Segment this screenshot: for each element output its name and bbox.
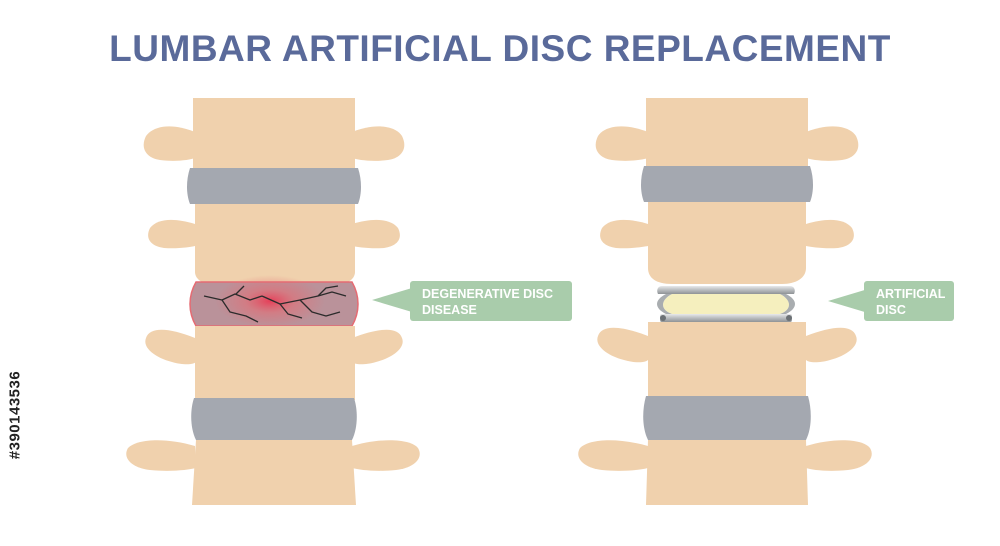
- artificial-label-line1: ARTIFICIAL: [876, 287, 946, 301]
- stock-id-text: #390143536: [6, 370, 24, 460]
- right-vertebra-4: [578, 440, 872, 505]
- left-spine: [126, 98, 420, 505]
- right-vertebra-2: [600, 202, 854, 284]
- left-healthy-disc-2: [191, 398, 357, 440]
- degenerative-callout-pointer: [372, 288, 412, 312]
- diagram-title: LUMBAR ARTIFICIAL DISC REPLACEMENT: [109, 28, 891, 69]
- artificial-label-line2: DISC: [876, 303, 906, 317]
- right-vertebra-3: [597, 322, 857, 398]
- degenerative-disc-label: DEGENERATIVE DISC DISEASE: [410, 281, 572, 321]
- left-vertebra-4: [126, 440, 420, 505]
- right-healthy-disc-2: [643, 396, 811, 440]
- right-vertebra-1: [595, 98, 859, 170]
- artificial-disc-label: ARTIFICIAL DISC: [864, 281, 954, 321]
- right-spine: [578, 98, 872, 505]
- artificial-callout-pointer: [828, 289, 868, 313]
- left-vertebra-2: [148, 204, 400, 286]
- disc-crack-lines: [203, 285, 347, 323]
- implant-core: [663, 294, 789, 314]
- artificial-disc-implant: [657, 286, 795, 322]
- degenerative-label-line2: DISEASE: [422, 303, 477, 317]
- left-healthy-disc-1: [187, 168, 361, 204]
- right-healthy-disc-1: [641, 166, 813, 202]
- stock-id-vertical: #390143536: [2, 300, 28, 530]
- left-degenerated-disc: [189, 275, 359, 327]
- left-vertebra-1: [143, 98, 405, 170]
- left-vertebra-3: [145, 326, 403, 400]
- degenerative-label-line1: DEGENERATIVE DISC: [422, 287, 554, 301]
